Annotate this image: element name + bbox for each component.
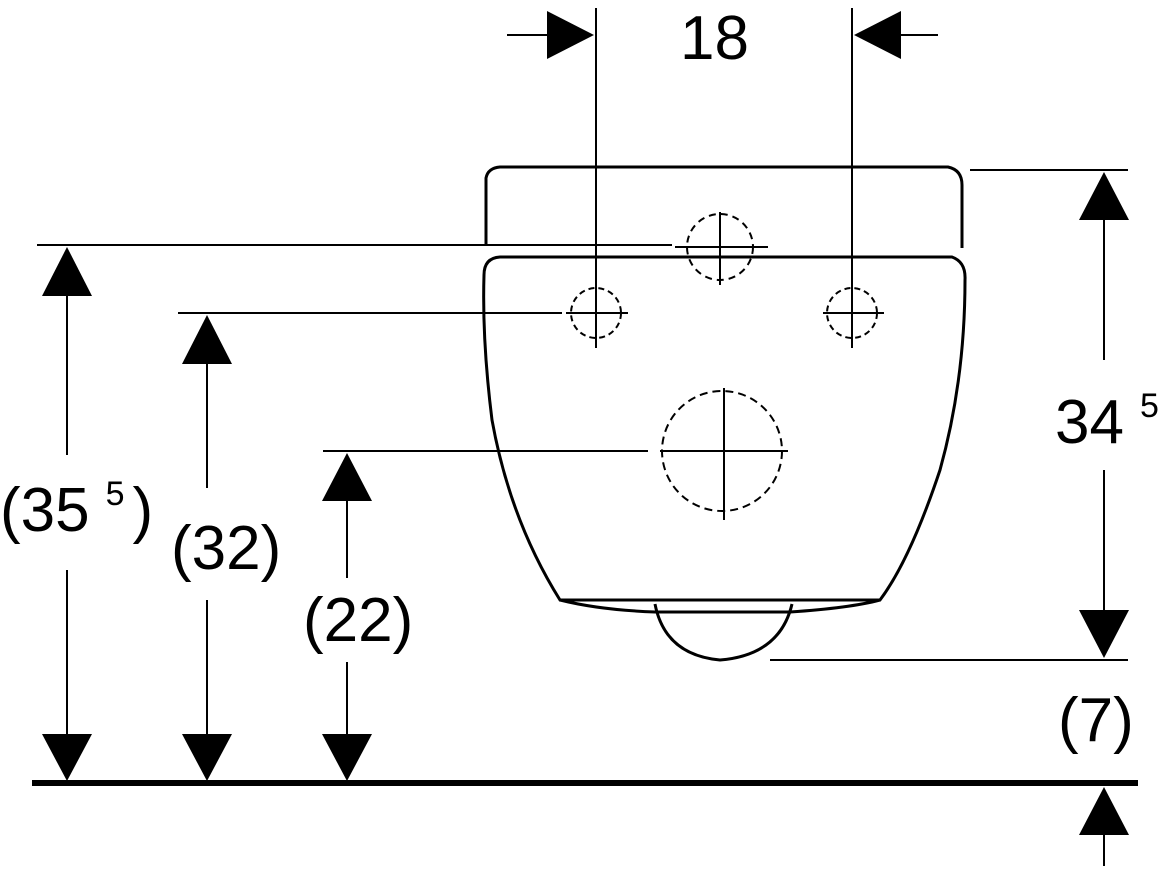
dimension-label-22: (22) bbox=[303, 590, 413, 652]
dimension-value: 18 bbox=[680, 4, 749, 73]
outlet-cup bbox=[653, 603, 794, 662]
dimension-label-32: (32) bbox=[171, 518, 281, 580]
dimension-value: (22) bbox=[303, 586, 414, 655]
dimension-value: (35 bbox=[0, 476, 90, 545]
dimension-label-34-5: 34 5 bbox=[1055, 389, 1159, 454]
dimension-value: 34 bbox=[1055, 388, 1124, 457]
fixing-holes bbox=[566, 212, 884, 520]
toilet-outline bbox=[482, 165, 967, 662]
dimension-fraction: 5 bbox=[1139, 387, 1159, 425]
bowl-body bbox=[482, 255, 967, 602]
arrowheads bbox=[42, 11, 1129, 835]
dimension-fraction: 5 bbox=[105, 475, 125, 513]
seat-cover bbox=[484, 165, 964, 248]
dimension-label-7: (7) bbox=[1058, 690, 1134, 752]
dimension-close-paren: ) bbox=[132, 476, 154, 545]
dimension-value: (32) bbox=[171, 514, 282, 583]
bowl-base bbox=[559, 598, 881, 614]
extension-lines bbox=[37, 8, 1128, 661]
dimension-label-35-5: (35 5) bbox=[0, 477, 153, 542]
dimension-lines bbox=[66, 215, 1105, 866]
dimension-value: (7) bbox=[1058, 686, 1134, 755]
dimension-label-18: 18 bbox=[680, 8, 749, 70]
